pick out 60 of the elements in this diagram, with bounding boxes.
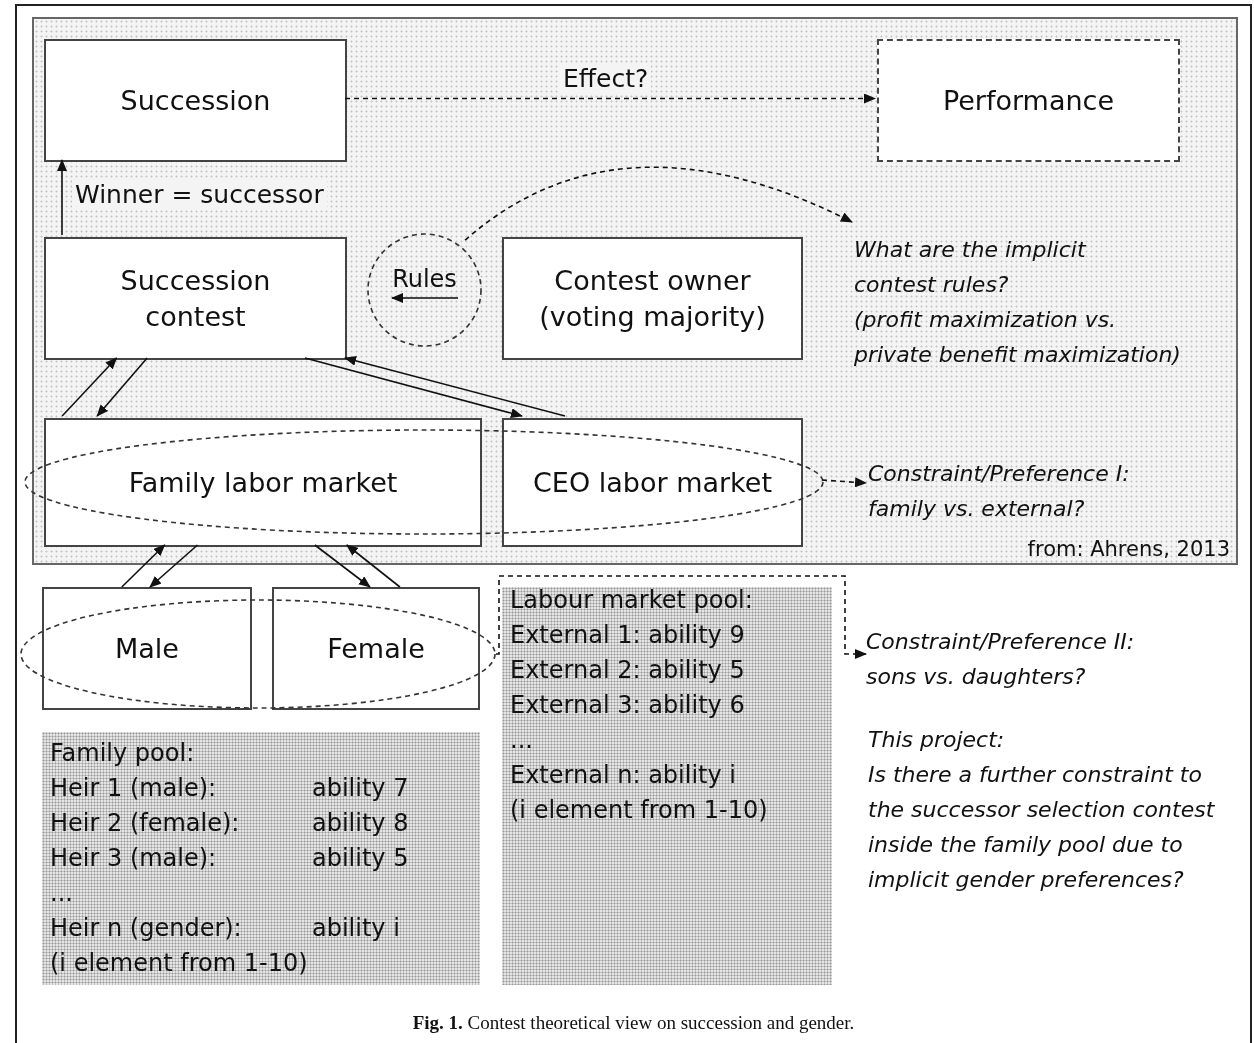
question-text: What are the implicit contest rules? xyxy=(854,236,1088,299)
arrow xyxy=(96,357,148,417)
arrow xyxy=(821,477,867,488)
edge-label: Effect? xyxy=(560,64,652,93)
pool-panel xyxy=(502,587,832,985)
box-label: Performance xyxy=(942,83,1115,118)
pool-entry: ability 7 xyxy=(312,773,409,804)
box-label: Contest owner (voting majority) xyxy=(538,264,767,334)
dashed-box xyxy=(877,39,1180,162)
process-box xyxy=(502,237,803,360)
note-text: Is there a further constraint to the successor selection contest inside the family pool due to implicit gender preferences? xyxy=(868,761,1216,894)
process-box xyxy=(44,39,347,162)
box-label: Succession xyxy=(120,83,271,118)
arrow xyxy=(344,355,566,417)
question-text: Constraint/Preference II: sons vs. daughters? xyxy=(866,628,1136,691)
pool-entry: Family pool: xyxy=(50,738,195,769)
box-label: CEO labor market xyxy=(533,465,772,500)
question-text: Constraint/Preference I: family vs. external? xyxy=(868,460,1131,523)
arrow xyxy=(121,544,166,588)
pool-entry: Heir 2 (female): xyxy=(50,808,240,839)
process-box xyxy=(44,418,482,547)
pool-entry: ability 8 xyxy=(312,808,409,839)
note-text: This project: xyxy=(868,726,1006,754)
arrow xyxy=(149,544,199,588)
pool-entry: Heir 3 (male): xyxy=(50,843,217,874)
process-box xyxy=(44,237,347,360)
pool-entry: ability i xyxy=(312,913,400,944)
pool-entry: External 2: ability 5 xyxy=(510,655,745,686)
arrow xyxy=(314,544,371,588)
box-label: Female xyxy=(327,631,425,666)
arrow xyxy=(304,357,523,418)
box-label: Succession contest xyxy=(119,264,272,334)
source-note: from: Ahrens, 2013 xyxy=(1027,537,1230,561)
pool-entry: (i element from 1-10) xyxy=(50,948,308,979)
pool-entry: (i element from 1-10) xyxy=(510,795,768,826)
pool-entry: External 3: ability 6 xyxy=(510,690,745,721)
pool-entry: Heir n (gender): xyxy=(50,913,242,944)
arrow xyxy=(495,575,867,659)
question-text: (profit maximization vs. private benefit maximization) xyxy=(854,306,1182,369)
pool-entry: ... xyxy=(50,878,73,909)
pool-entry: External n: ability i xyxy=(510,760,736,791)
pool-entry: ability 5 xyxy=(312,843,409,874)
pool-entry: External 1: ability 9 xyxy=(510,620,745,651)
pool-entry: ... xyxy=(510,725,533,756)
pool-entry: Heir 1 (male): xyxy=(50,773,217,804)
box-label: Male xyxy=(115,631,179,666)
arrow xyxy=(57,159,67,236)
arrow xyxy=(61,357,118,417)
process-box xyxy=(502,418,803,547)
pool-panel xyxy=(42,732,480,985)
edge-label: Winner = successor xyxy=(72,180,327,209)
pool-entry: Labour market pool: xyxy=(510,585,753,616)
box-label: Rules xyxy=(392,265,457,293)
arrow xyxy=(344,93,876,104)
arrow xyxy=(464,166,853,241)
box-label: Family labor market xyxy=(128,465,398,500)
process-box xyxy=(42,587,252,710)
process-box xyxy=(272,587,480,710)
figure-caption: Fig. 1. Contest theoretical view on succession and gender. xyxy=(411,1012,856,1034)
arrow xyxy=(346,544,401,588)
